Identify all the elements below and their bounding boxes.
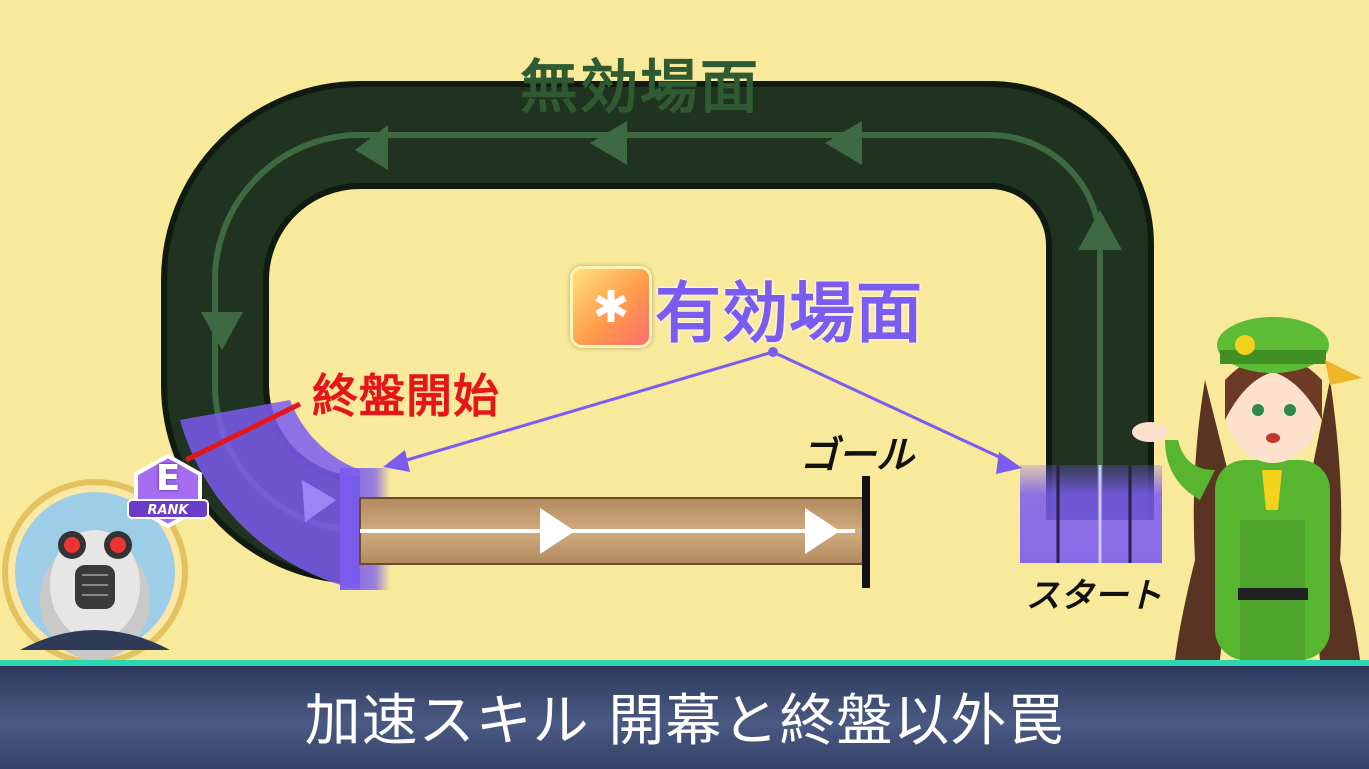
caption-bar xyxy=(0,660,1369,769)
arrow-straight-1 xyxy=(540,508,575,554)
pointer-head-start xyxy=(996,452,1022,474)
rank-letter: E xyxy=(155,458,181,499)
arrow-curve xyxy=(302,480,336,522)
arrow-up-right xyxy=(1078,210,1122,250)
character-right xyxy=(1132,317,1362,660)
start-label: スタート xyxy=(1026,576,1162,616)
rank-text: RANK xyxy=(147,503,189,518)
running-figure-icon: ✱ xyxy=(570,266,652,348)
pointer-origin xyxy=(768,347,778,357)
pointer-to-final xyxy=(399,350,774,464)
invalid-phase-label: 無効場面 xyxy=(520,53,761,121)
arrow-left-top-2 xyxy=(590,121,627,165)
valid-phase-pointers xyxy=(399,350,1011,464)
valid-phase-label: 有効場面 xyxy=(655,275,923,352)
rank-badge-shape xyxy=(127,453,209,529)
pointer-to-start xyxy=(772,350,1011,464)
arrow-straight-2 xyxy=(805,508,840,554)
final-stage-zone xyxy=(180,400,360,590)
direction-arrows-loop xyxy=(201,121,1122,350)
arrow-down-left xyxy=(201,312,243,350)
rank-badge: E RANK xyxy=(132,456,204,528)
start-zone xyxy=(1020,465,1162,563)
caption-text: 加速スキル 開幕と終盤以外罠 xyxy=(304,689,1065,754)
final-stage-start-label: 終盤開始 xyxy=(312,369,500,423)
goal-label: ゴール xyxy=(800,433,915,477)
pointer-head-final xyxy=(383,450,410,472)
arrow-left-top-3 xyxy=(355,125,388,170)
arrow-left-top-1 xyxy=(825,121,862,165)
final-stage-marker xyxy=(184,401,302,463)
